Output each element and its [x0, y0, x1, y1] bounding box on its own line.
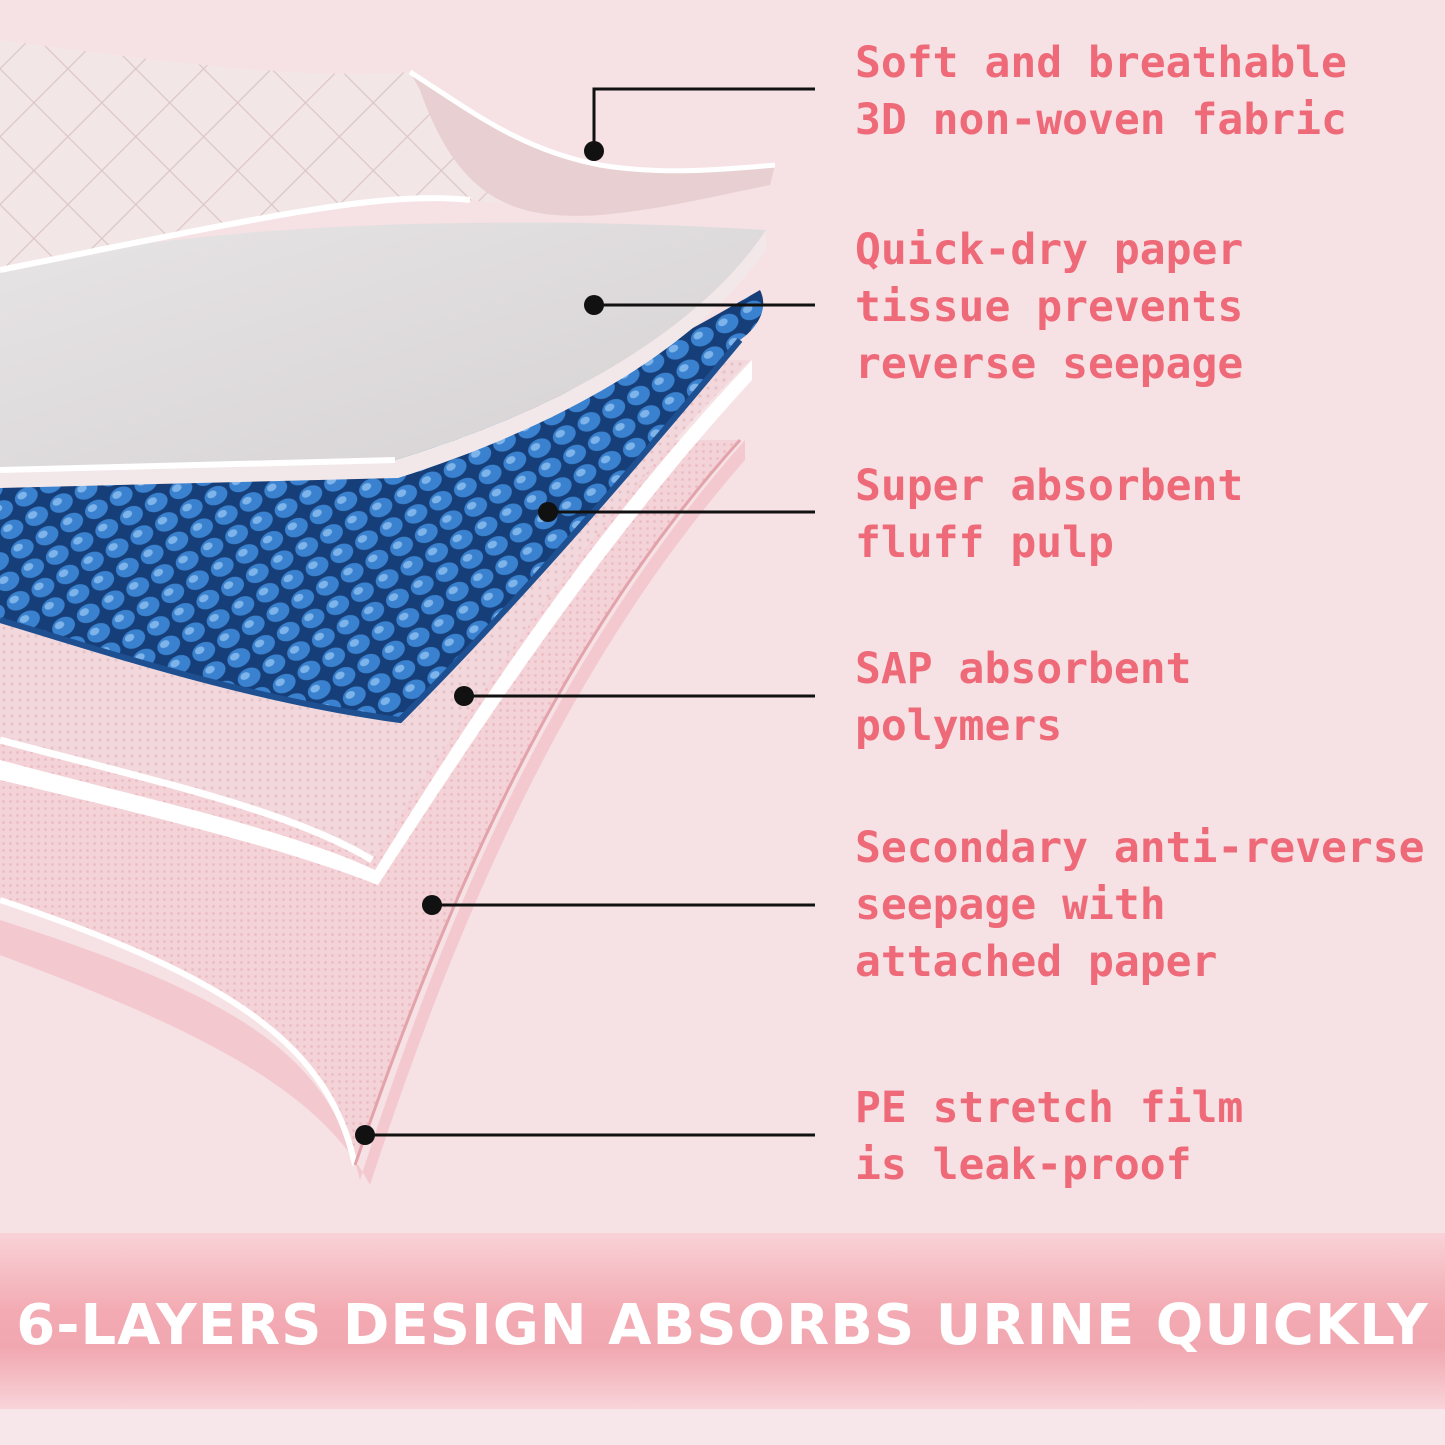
- leader-dot-4: [454, 686, 474, 706]
- label-quick-dry-tissue: Quick-dry paper tissue prevents reverse …: [855, 222, 1243, 393]
- label-line: Secondary anti-reverse: [855, 823, 1425, 873]
- label-pe-film: PE stretch film is leak-proof: [855, 1080, 1243, 1194]
- leader-dot-1: [584, 141, 604, 161]
- label-line: Super absorbent: [855, 461, 1244, 511]
- label-line: tissue prevents: [855, 282, 1244, 332]
- bottom-strip: [0, 1409, 1445, 1445]
- label-fluff-pulp: Super absorbent fluff pulp: [855, 458, 1243, 572]
- label-line: reverse seepage: [855, 339, 1244, 389]
- label-line: seepage with: [855, 880, 1166, 930]
- label-line: 3D non-woven fabric: [855, 95, 1347, 145]
- label-line: is leak-proof: [855, 1140, 1192, 1190]
- label-line: PE stretch film: [855, 1083, 1244, 1133]
- layer-quick-dry-tissue: [0, 222, 766, 488]
- label-top-fabric: Soft and breathable 3D non-woven fabric: [855, 35, 1347, 149]
- layer-top-fabric: [0, 40, 776, 273]
- leader-dot-2: [584, 295, 604, 315]
- headline-banner: 6-LAYERS DESIGN ABSORBS URINE QUICKLY: [0, 1233, 1445, 1409]
- leader-dot-5: [422, 895, 442, 915]
- leader-dot-6: [355, 1125, 375, 1145]
- label-line: attached paper: [855, 937, 1218, 987]
- label-line: Soft and breathable: [855, 38, 1347, 88]
- label-line: SAP absorbent: [855, 644, 1192, 694]
- leader-line-1: [592, 87, 815, 151]
- leader-dot-3: [538, 502, 558, 522]
- leader-lines: [355, 87, 815, 1145]
- label-line: polymers: [855, 701, 1063, 751]
- label-line: Quick-dry paper: [855, 225, 1244, 275]
- label-sap-polymers: SAP absorbent polymers: [855, 641, 1192, 755]
- label-secondary-paper: Secondary anti-reverse seepage with atta…: [855, 820, 1425, 991]
- banner-headline: 6-LAYERS DESIGN ABSORBS URINE QUICKLY: [16, 1293, 1429, 1358]
- label-line: fluff pulp: [855, 518, 1114, 568]
